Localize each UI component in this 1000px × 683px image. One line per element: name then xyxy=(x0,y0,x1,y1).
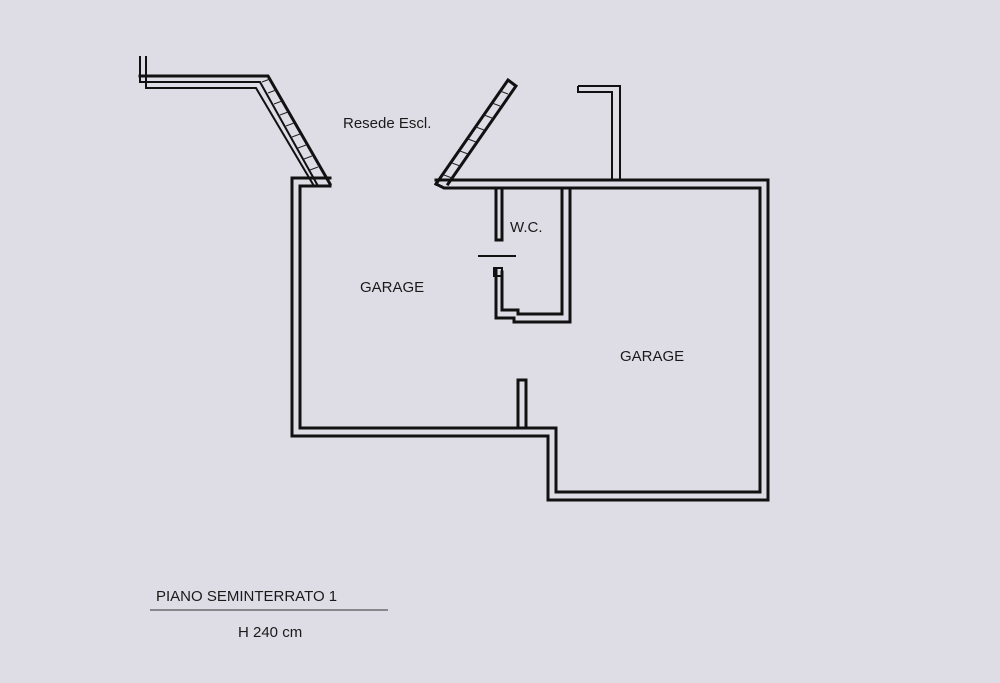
wc-walls xyxy=(478,186,572,324)
garage-right-label: GARAGE xyxy=(620,348,684,365)
right-ramp xyxy=(433,77,519,187)
resede-label: Resede Escl. xyxy=(343,115,431,132)
partition-stub xyxy=(516,378,528,430)
title-block: PIANO SEMINTERRATO 1 H 240 cm xyxy=(150,588,388,641)
plan-title: PIANO SEMINTERRATO 1 xyxy=(156,588,337,605)
left-ramp xyxy=(138,56,333,187)
height-note: H 240 cm xyxy=(238,624,302,641)
exterior-walls xyxy=(290,176,770,502)
vent-stub xyxy=(577,85,621,180)
garage-left-label: GARAGE xyxy=(360,279,424,296)
wc-label: W.C. xyxy=(510,219,543,236)
